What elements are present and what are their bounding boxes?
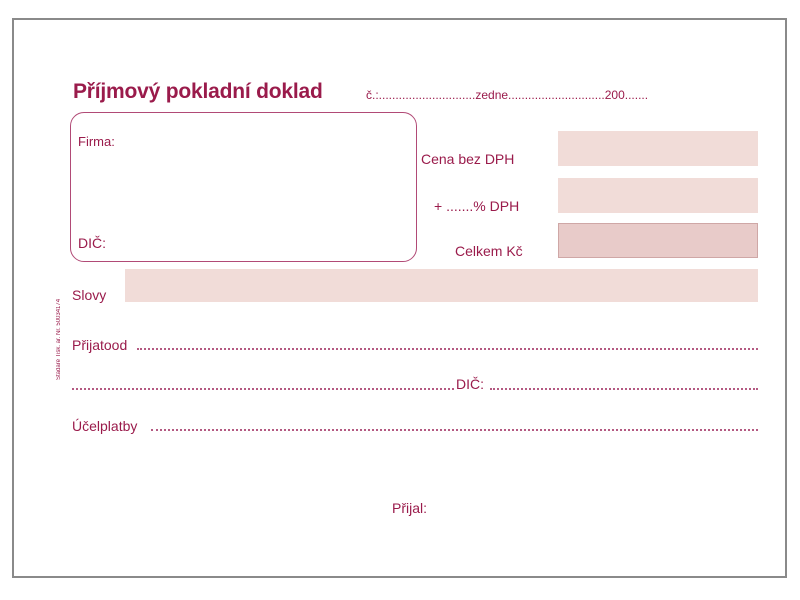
- tax-id-2-line[interactable]: [490, 388, 758, 390]
- total-label: Celkem Kč: [455, 243, 523, 259]
- price-without-vat-field[interactable]: [558, 131, 758, 166]
- amount-in-words-label: Slovy: [72, 287, 107, 303]
- payment-purpose-line[interactable]: [151, 429, 758, 431]
- form-title: Příjmový pokladní doklad: [73, 80, 323, 103]
- printer-imprint: Stadaré Tisk. ar. Nr. 50034174: [56, 298, 62, 380]
- vat-label: + .......% DPH: [434, 198, 520, 214]
- document-number-date-field[interactable]: č.:.............................zedne...…: [366, 88, 649, 102]
- price-without-vat-label: Cena bez DPH: [421, 151, 515, 167]
- received-from-label: Přijatood: [72, 337, 128, 353]
- tax-id-label: DIČ:: [78, 235, 106, 251]
- received-by-label: Přijal:: [392, 500, 428, 516]
- vat-field[interactable]: [558, 178, 758, 213]
- address-line[interactable]: [72, 388, 454, 390]
- total-field[interactable]: [558, 223, 758, 258]
- tax-id-2-label: DIČ:: [456, 376, 484, 392]
- amount-in-words-field[interactable]: [125, 269, 758, 302]
- payment-purpose-label: Účelplatby: [72, 418, 138, 434]
- company-label: Firma:: [78, 134, 115, 149]
- company-box[interactable]: [70, 112, 417, 262]
- received-from-line[interactable]: [137, 348, 758, 350]
